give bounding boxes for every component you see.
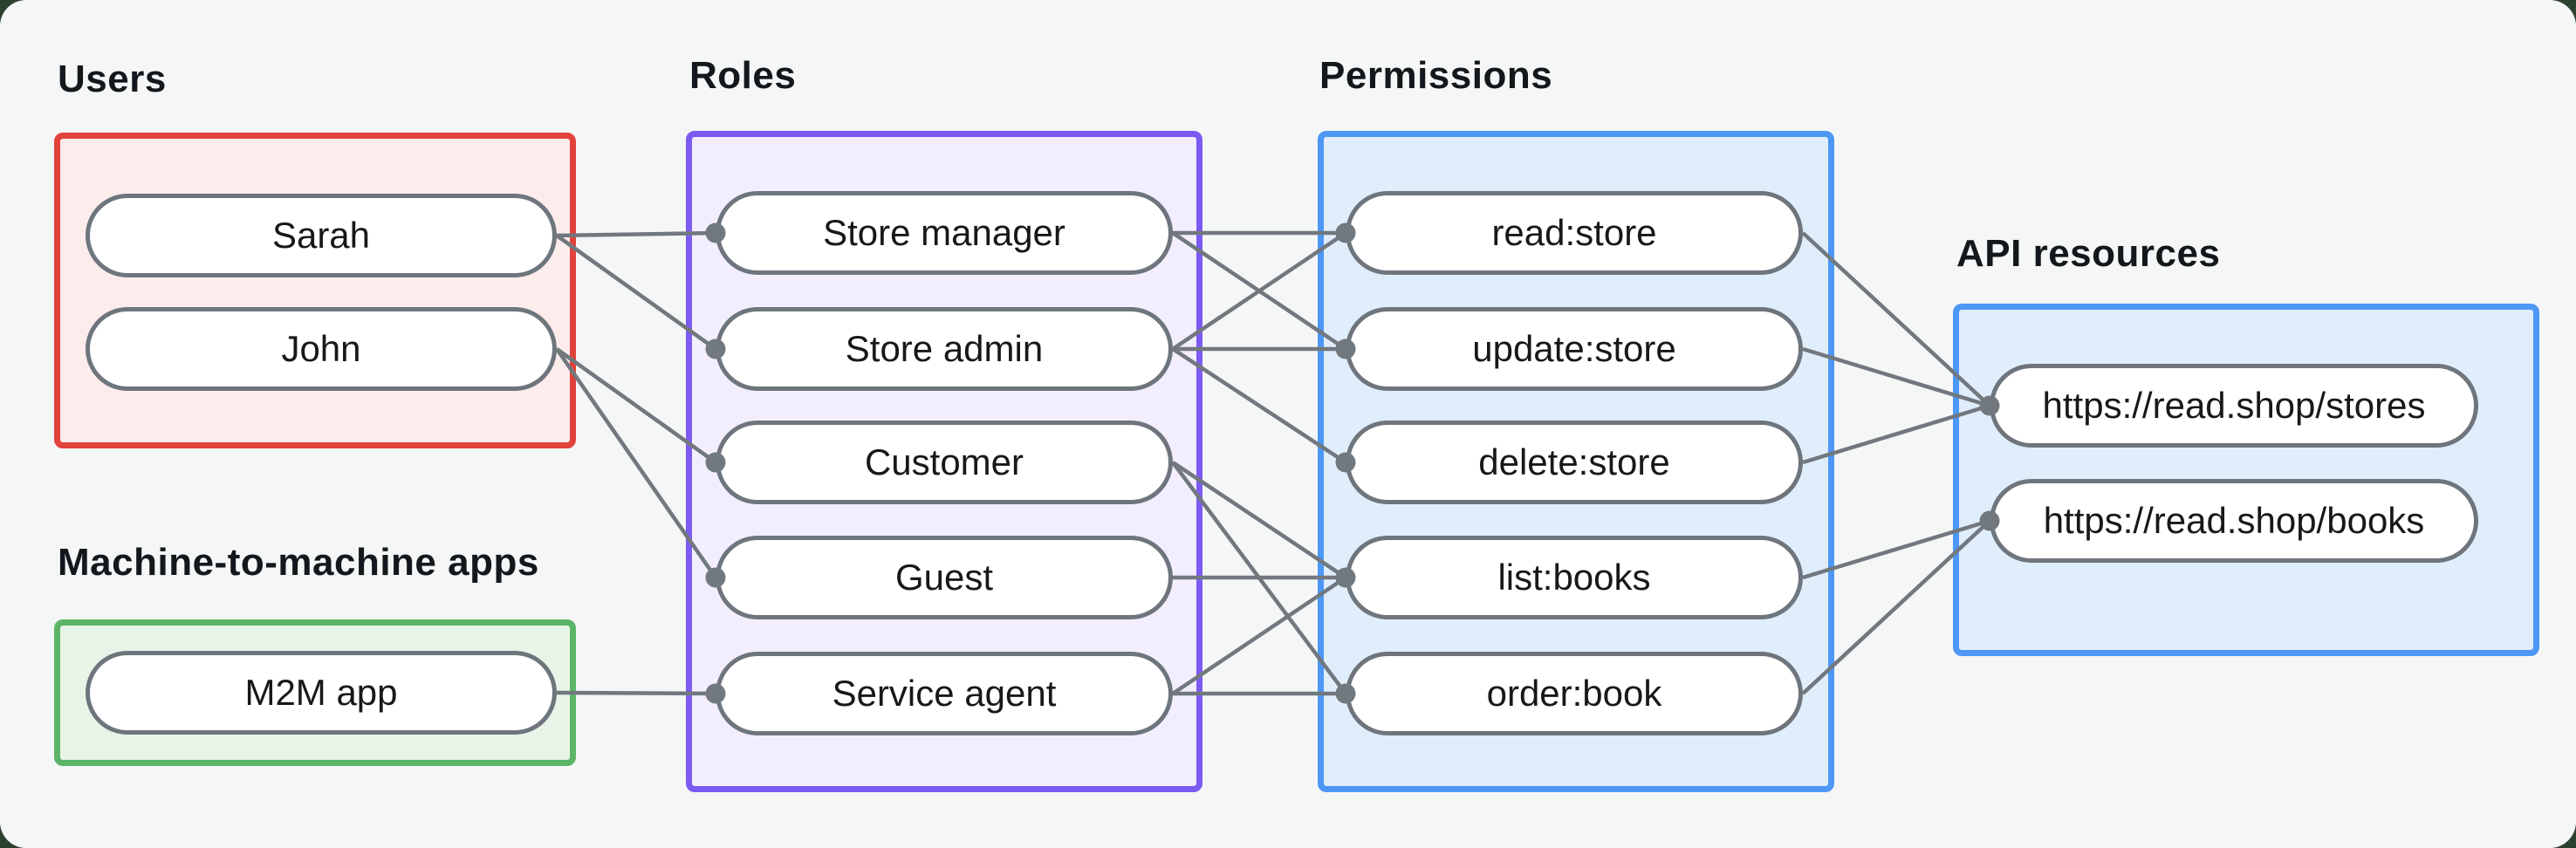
users-group-label: Users	[58, 58, 167, 100]
node-store-admin: Store admin	[716, 307, 1173, 391]
node-order-book: order:book	[1346, 652, 1803, 735]
node-customer: Customer	[716, 421, 1173, 504]
node-delete-store: delete:store	[1346, 421, 1803, 504]
node-service-agent: Service agent	[716, 652, 1173, 735]
node-update-store: update:store	[1346, 307, 1803, 391]
node-guest: Guest	[716, 536, 1173, 619]
node-m2m-app: M2M app	[86, 651, 557, 735]
node-sarah: Sarah	[86, 194, 557, 277]
node-store-manager: Store manager	[716, 191, 1173, 275]
permissions-group-label: Permissions	[1319, 54, 1553, 97]
users-group-box	[54, 133, 576, 448]
node-stores-resource: https://read.shop/stores	[1990, 364, 2478, 448]
api-resources-group-label: API resources	[1956, 232, 2221, 275]
roles-group-label: Roles	[689, 54, 797, 97]
node-john: John	[86, 307, 557, 391]
node-read-store: read:store	[1346, 191, 1803, 275]
m2m-group-label: Machine-to-machine apps	[58, 541, 539, 584]
node-list-books: list:books	[1346, 536, 1803, 619]
node-books-resource: https://read.shop/books	[1990, 479, 2478, 563]
